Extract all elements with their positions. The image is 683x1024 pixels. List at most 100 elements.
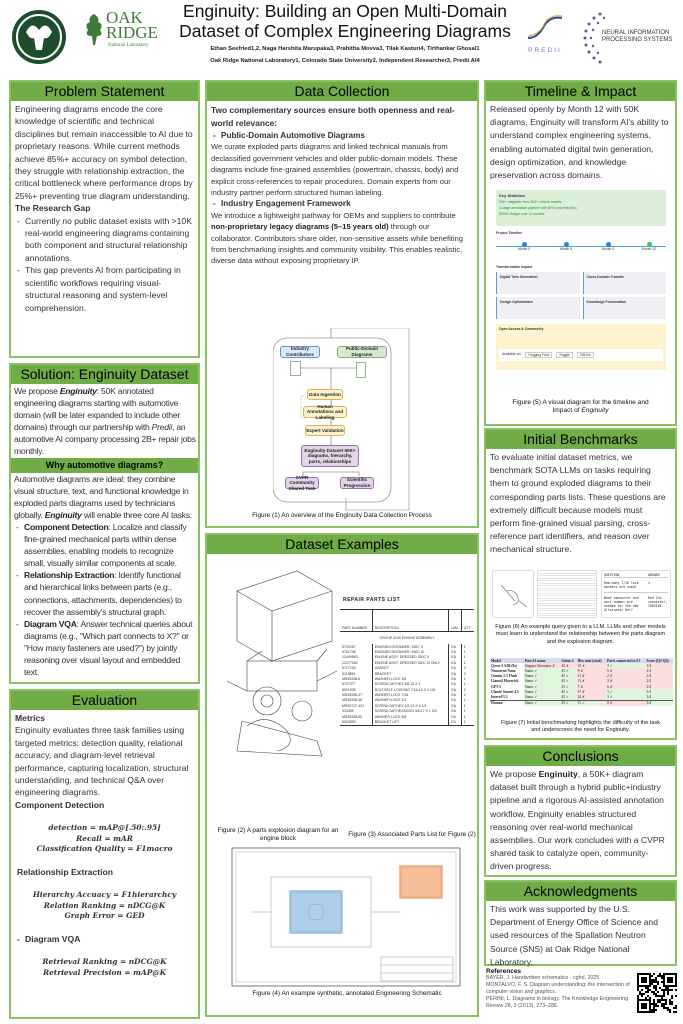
qr-module — [665, 1001, 667, 1003]
parts-cell: ENGINE ASSY, DRESSED 330C III ONLY — [372, 660, 450, 666]
parts-header-cell: QTY — [461, 609, 474, 632]
parts-header-cell: PART NUMBER — [340, 609, 373, 632]
parts-cell: 1 — [463, 644, 466, 649]
kaggle-link[interactable]: Kaggle — [556, 352, 574, 358]
benchmark-cell: Stator ✓ — [523, 673, 561, 679]
qr-module — [667, 987, 669, 989]
benchmarks-text: To evaluate initial dataset metrics, we … — [490, 452, 666, 555]
oak-leaf-icon — [86, 14, 102, 45]
parts-cell: WASHER,LOCK 1/2 — [372, 697, 450, 704]
ornl-logo: OAK RIDGE National Laboratory — [82, 9, 162, 60]
impact-card: Knowledge Preservation — [582, 297, 666, 319]
qr-module — [651, 1009, 653, 1011]
qr-module — [641, 995, 643, 997]
milestone: Month 12 — [639, 242, 659, 251]
parts-cell: 5920893 — [340, 719, 373, 726]
benchmark-cell: 0 ✗ — [606, 700, 646, 706]
qr-code-icon[interactable] — [637, 973, 677, 1013]
benchmark-header-cell: Part #3 name — [524, 658, 546, 663]
parts-cell: 1 — [463, 655, 466, 660]
flow-human-annotations: Human Annotations and Labeling — [303, 404, 347, 420]
parts-cell: ENGINE/CONTAINER: 330C II — [372, 644, 450, 650]
parts-cell: 5702067 — [340, 644, 373, 650]
parts-cell: 1 — [463, 676, 466, 681]
evaluation-panel: Evaluation Metrics Enginuity evaluates t… — [9, 689, 200, 1019]
qr-module — [667, 989, 669, 991]
metrics-text: Enginuity evaluates three task families … — [15, 725, 189, 798]
gap-item: This gap prevents AI from participating … — [15, 264, 194, 314]
transformative-impact-title: Transformative Impact — [496, 265, 533, 269]
explosion-thumbnail — [492, 570, 534, 618]
benchmark-cell: 45 ✓ — [560, 678, 577, 684]
figure-1-caption: Figure (1) An overview of the Enginuity … — [252, 512, 432, 519]
parts-list-thumbnail — [537, 570, 597, 618]
qr-module — [671, 1001, 673, 1003]
benchmark-cell: 45 ✓ — [560, 673, 577, 679]
qr-module — [653, 993, 655, 995]
engineering-schematic — [231, 847, 461, 987]
qr-module — [657, 975, 659, 977]
benchmark-cell: Stepper Alternator ✗ — [523, 663, 561, 669]
qr-module — [651, 975, 653, 977]
qr-module — [655, 993, 657, 995]
milestone: Month 9 — [598, 242, 618, 251]
qr-module — [651, 1003, 653, 1005]
qr-module — [637, 995, 639, 997]
huggingface-link[interactable]: Hugging Face — [525, 352, 553, 358]
affiliations: Oak Ridge National Laboratory1, Colorado… — [210, 58, 480, 64]
figure-6-caption: Figure (6) An example query given to a L… — [495, 624, 666, 645]
qr-module — [653, 999, 655, 1001]
impact-grid: Digital Twin Generation Cross-Domain Tra… — [496, 272, 666, 319]
qr-module — [657, 995, 659, 997]
stat-item: 50K+ diagrams from 500+ vehicle models — [499, 200, 562, 204]
equation: detection = mAP@[.50:.95] — [48, 823, 161, 833]
benchmark-cell: 24 ✗ — [576, 694, 607, 700]
benchmark-cell: 2/4 — [645, 683, 673, 690]
qr-module — [653, 1001, 655, 1003]
parts-cell: 1 — [463, 660, 466, 665]
acknowledgments-text: This work was supported by the U.S. Depa… — [490, 904, 658, 967]
benchmark-cell: Stator ✓ — [523, 689, 561, 695]
benchmark-cell: Stator ✓ — [523, 683, 561, 690]
flow-enginuity-dataset: Enginuity Dataset 50K+ diagrams, hierarc… — [301, 445, 359, 467]
parts-cell: 1 — [463, 714, 466, 719]
parts-cell: 2 — [463, 693, 466, 698]
solution-panel: Solution: Enginuity Dataset We propose E… — [9, 363, 200, 684]
qr-module — [667, 1007, 669, 1009]
qr-module — [667, 1009, 669, 1011]
parts-cell: EA — [448, 670, 462, 677]
parts-cell: EA — [448, 644, 462, 650]
qr-module — [657, 999, 659, 1001]
answer: Red 3rd connector, 1983148 — [648, 596, 668, 608]
panel-title: Acknowledgments — [486, 882, 675, 901]
benchmark-cell: 2/4 — [645, 668, 673, 674]
qr-module — [663, 993, 665, 995]
qr-module — [637, 989, 639, 991]
qr-module — [653, 987, 655, 989]
qr-module — [655, 1003, 657, 1005]
benchmark-cell: 5 ✗ — [606, 668, 646, 674]
qr-module — [663, 1005, 665, 1007]
github-link[interactable]: GitHub — [577, 352, 594, 358]
source-heading: Industry Engagement Framework — [211, 198, 473, 210]
qr-module — [663, 1007, 665, 1009]
qr-module — [657, 1005, 659, 1007]
gap-item: Currently no public dataset exists with … — [15, 215, 194, 265]
qr-module — [655, 1005, 657, 1007]
benchmark-header-cell: Stator # — [561, 658, 574, 663]
reference-item: MONTALVO, F. S. Diagram understanding: t… — [486, 982, 630, 995]
benchmark-cell: 45 ✓ — [560, 689, 577, 695]
initial-benchmarks-panel: Initial Benchmarks To evaluate initial d… — [484, 428, 677, 740]
diagram-vqa-heading: Diagram VQA — [15, 933, 194, 946]
parts-cell: 1 — [463, 698, 466, 703]
benchmark-cell: 2/4 — [645, 673, 673, 679]
qr-module — [669, 989, 671, 991]
timeline-track: Month 0 Month 6 Month 9 Month 12 — [496, 239, 666, 261]
benchmark-cell: Gemini 2.5 Flash — [491, 674, 518, 679]
qr-module — [649, 997, 651, 999]
equation: Retrieval Precision = mAP@K — [42, 967, 167, 977]
qr-module — [637, 987, 639, 989]
